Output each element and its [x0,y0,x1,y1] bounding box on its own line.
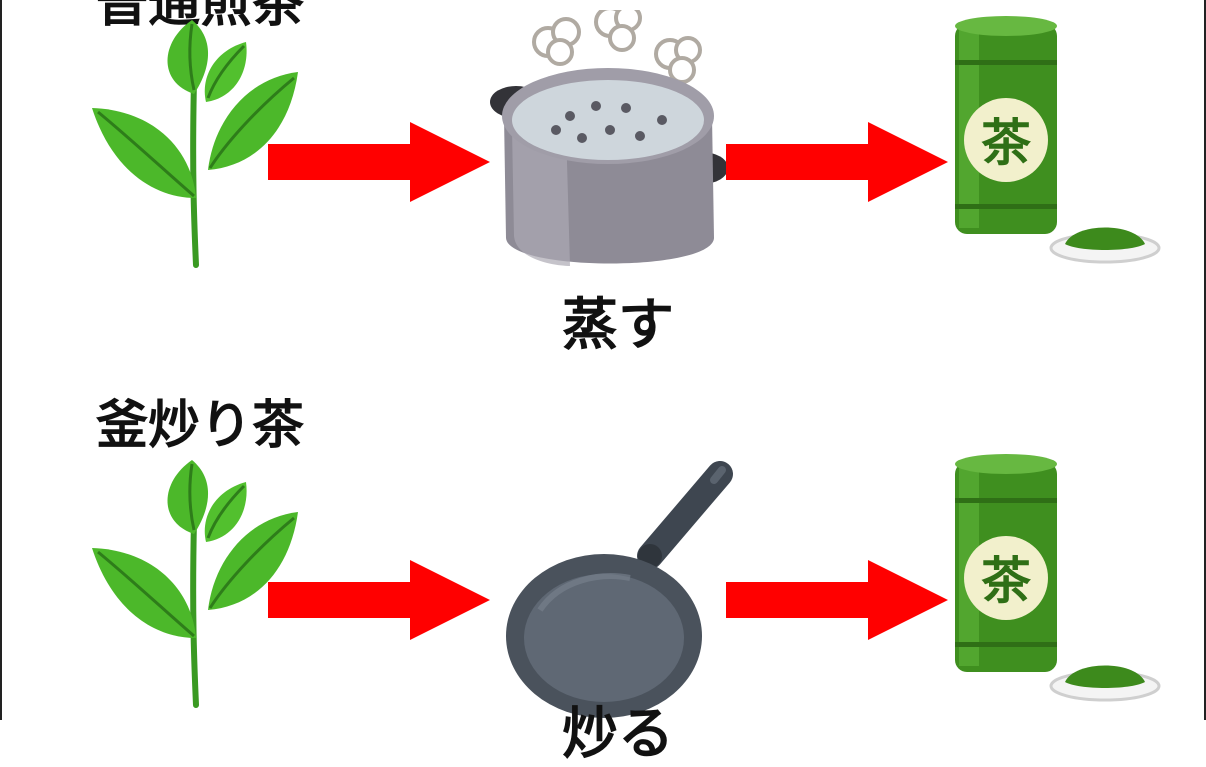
right-arrow-icon [726,560,948,640]
process-label: 蒸す [562,293,674,358]
steaming-pot-icon [490,10,728,266]
row-title: 釜炒り茶 [96,396,305,456]
process-row-kamairicha: 釜炒り茶 茶 [0,360,1206,763]
frying-pan-icon [506,461,733,718]
tea-can-label: 茶 [981,114,1032,172]
right-arrow-icon [268,122,490,202]
tea-can-label: 茶 [981,552,1032,610]
process-row-sencha: 普通煎茶 [0,0,1206,360]
tea-can-icon: 茶 [945,450,1165,710]
tea-can-icon: 茶 [945,12,1165,272]
tea-can-drawing: 茶 [955,454,1161,702]
tea-leaf-icon [92,460,298,708]
frame-border-right [1204,0,1206,720]
frame-border-left [0,0,2,720]
process-label: 炒る [562,702,674,767]
tea-can-drawing: 茶 [955,16,1161,264]
tea-leaf-icon [92,20,298,268]
right-arrow-icon [726,122,948,202]
row-title: 普通煎茶 [96,0,305,34]
right-arrow-icon [268,560,490,640]
